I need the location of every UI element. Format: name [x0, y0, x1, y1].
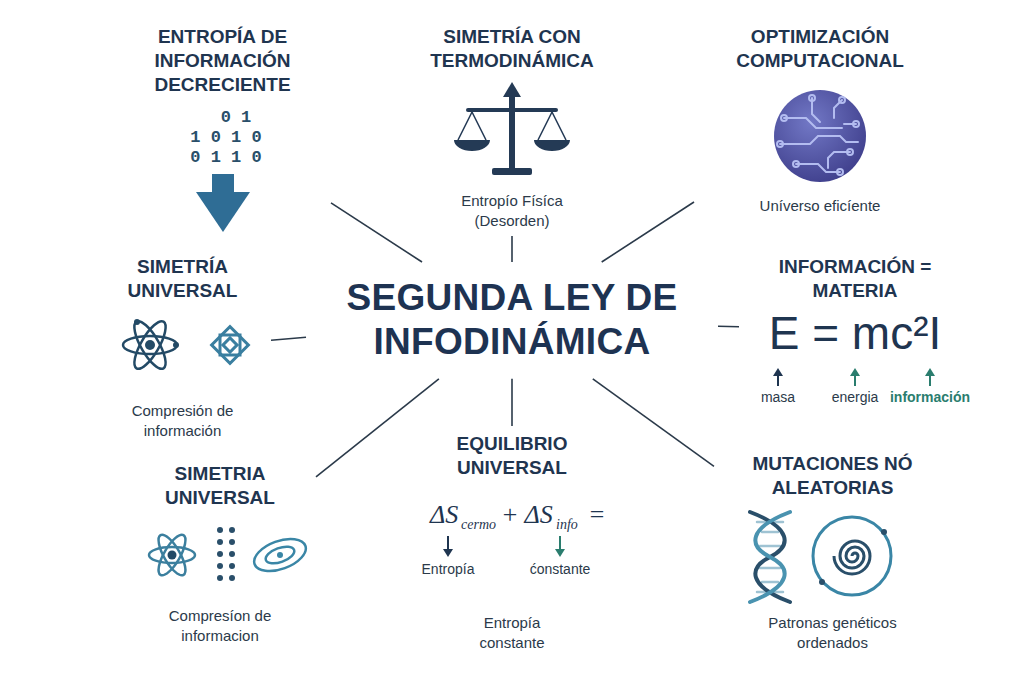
- central-title: SEGUNDA LEY DE INFODINÁMICA: [318, 276, 706, 365]
- formula: E = mc²I: [769, 310, 942, 356]
- connector-line: [271, 337, 306, 340]
- equation-symbol: ΔS: [430, 502, 458, 528]
- dna-helix-icon: [750, 512, 790, 602]
- scale-pan: [534, 140, 570, 151]
- topic-caption: Entropío Físíca (Desorden): [445, 191, 580, 230]
- formula-term: información: [890, 389, 970, 405]
- topic-caption: Compresíon de informacion: [135, 606, 305, 645]
- equation-term: Entropía: [422, 561, 475, 577]
- connector-line: [511, 236, 513, 262]
- topic-heading: SIMETRÍA UNIVERSAL: [103, 255, 263, 303]
- binary-digits: 0 1 1 0: [190, 148, 261, 167]
- atom-icon: [149, 531, 195, 579]
- topic-heading: ENTROPÍA DE INFORMACIÓN DECRECIENTE: [120, 25, 325, 96]
- connector-line: [316, 379, 439, 477]
- topic-heading: MUTACIONES NÓ ALEATORIAS: [738, 452, 928, 500]
- connector-line: [331, 203, 422, 262]
- scale-post: [509, 95, 515, 169]
- topic-node: SIMETRÍA UNIVERSAL Compresión de informac…: [100, 255, 265, 440]
- topic-node: EQUILIBRIO UNIVERSAL Entropía constante: [410, 432, 614, 652]
- scale-string: [458, 112, 472, 140]
- spiral-icon: [813, 517, 891, 595]
- topic-heading: EQUILIBRIO UNIVERSAL: [412, 432, 612, 480]
- scale-pan: [454, 140, 490, 151]
- dot-grid-icon: [217, 527, 235, 581]
- scale-top: [503, 82, 521, 97]
- topic-caption: Compresión de información: [100, 401, 265, 440]
- down-arrow-icon: [196, 174, 250, 232]
- galaxy-icon: [250, 533, 310, 578]
- topic-heading: SIMETRIA UNIVERSAL: [135, 462, 305, 510]
- balance-scale-icon: [454, 82, 570, 175]
- topic-caption: Entropía constante: [455, 613, 570, 652]
- central-topic: SEGUNDA LEY DE INFODINÁMICA: [312, 268, 712, 373]
- scale-string: [472, 112, 486, 140]
- topic-node: OPTIMIZACIÓN COMPUTACIONAL Uníverso eficí…: [700, 25, 940, 215]
- circuit-sphere-icon: [774, 90, 866, 182]
- equation-symbol: + ΔS: [501, 502, 553, 528]
- connector-line: [511, 379, 513, 426]
- arrow-head: [196, 192, 250, 232]
- arrow-shaft: [212, 174, 234, 194]
- topic-node: SIMETRÍA CON TERMODINÁMICA Entropío Físíc…: [412, 25, 612, 230]
- scale-beam: [466, 108, 558, 112]
- equation-symbol: =: [588, 502, 606, 528]
- connector-line: [602, 202, 694, 262]
- atom-icon: [123, 317, 179, 373]
- formula-term: masa: [761, 389, 795, 405]
- equation-subscript: info: [556, 518, 578, 532]
- topic-heading: INFORMACIÓN = MATERIA: [745, 255, 965, 303]
- scale-string: [552, 112, 566, 140]
- circuit-traces: [777, 95, 859, 175]
- binary-digits: 1 0 1 0: [190, 128, 261, 147]
- binary-digits: 0 1: [221, 108, 252, 127]
- connector-line: [593, 379, 714, 467]
- equation-term: ćonstante: [530, 561, 591, 577]
- symmetry-ornament-icon: [212, 327, 249, 364]
- topic-caption: Uníverso eficíente: [760, 196, 881, 216]
- scale-string: [538, 112, 552, 140]
- scale-base: [492, 168, 532, 175]
- connector-line: [718, 325, 739, 327]
- topic-heading: OPTIMIZACIÓN COMPUTACIONAL: [700, 25, 940, 73]
- sphere: [774, 90, 866, 182]
- equation-arrows: [443, 536, 565, 557]
- topic-caption: Patronas genéticos ordenados: [740, 613, 925, 652]
- formula-arrows: [773, 368, 935, 386]
- topic-node: MUTACIONES NÓ ALEATORIAS Patronas genétic…: [720, 452, 945, 652]
- topic-heading: SIMETRÍA CON TERMODINÁMICA: [412, 25, 612, 73]
- equation-subscript: cermo: [461, 518, 496, 532]
- topic-node: SIMETRIA UNIVERSAL Compresíon de informac…: [130, 462, 310, 645]
- formula-term: energia: [832, 389, 879, 405]
